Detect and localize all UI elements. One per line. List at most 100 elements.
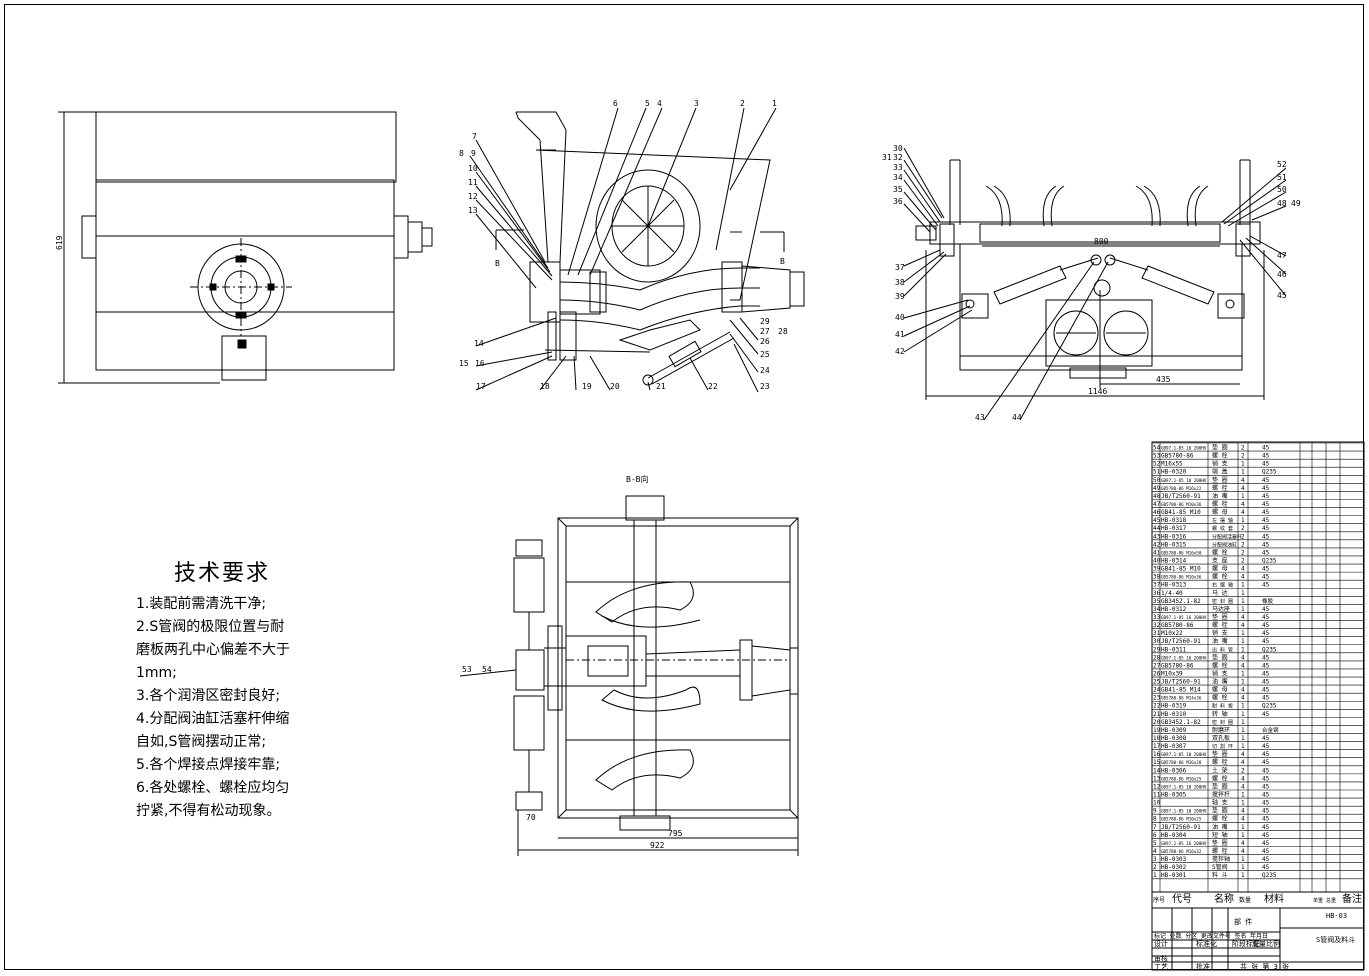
- svg-text:阶段标记: 阶段标记: [1232, 939, 1260, 948]
- bom-cell-no: 36: [1153, 590, 1161, 597]
- bom-cell-code: HB-0315: [1161, 541, 1187, 548]
- bom-cell-qty: 1: [1241, 719, 1245, 726]
- bom-cell-no: 37: [1153, 582, 1161, 589]
- bom-cell-qty: 4: [1241, 808, 1245, 815]
- bom-cell-no: 41: [1153, 549, 1161, 556]
- rear-view: [903, 147, 1287, 421]
- svg-text:设计: 设计: [1154, 939, 1168, 948]
- bom-cell-name: 分配阀活塞杆: [1212, 533, 1242, 540]
- bom-cell-no: 44: [1153, 525, 1161, 532]
- bom-cell-qty: 4: [1241, 662, 1245, 669]
- bom-cell-code: GB5780-86: [1161, 453, 1194, 460]
- svg-text:比例: 比例: [1266, 939, 1280, 948]
- title-block-text: 部 件 HB-03 S管阀及料斗 标记 处数 分区 更改文件号 签名 年月日 设…: [1154, 912, 1355, 971]
- bom-cell-material: 45: [1262, 638, 1270, 645]
- svg-text:41: 41: [895, 330, 905, 339]
- bom-cell-no: 38: [1153, 574, 1161, 581]
- svg-text:B-B向: B-B向: [626, 474, 648, 484]
- svg-text:3: 3: [694, 99, 699, 108]
- bom-cell-code: GB97.1-85 10 200HV: [1161, 784, 1207, 789]
- bom-cell-material: 45: [1262, 654, 1270, 661]
- bom-cell-no: 9: [1153, 808, 1157, 815]
- bom-cell-qty: 4: [1241, 759, 1245, 766]
- bom-cell-material: 45: [1262, 477, 1270, 484]
- bom-cell-name: 土 架: [1212, 766, 1228, 774]
- bom-cell-material: 45: [1262, 735, 1270, 742]
- bom-cell-code: 1/4-40: [1161, 590, 1183, 597]
- bom-cell-name: 转 轴: [1212, 710, 1228, 718]
- bom-cell-material: 45: [1262, 485, 1270, 492]
- bom-cell-code: GB5780-86 M14x36: [1161, 696, 1202, 701]
- svg-text:共 张 第 3 张: 共 张 第 3 张: [1240, 962, 1289, 971]
- svg-text:43: 43: [975, 413, 985, 422]
- bom-cell-no: 19: [1153, 727, 1161, 734]
- bom-cell-qty: 4: [1241, 485, 1245, 492]
- bom-cell-name: 搅拌轴: [1212, 855, 1230, 863]
- bom-cell-name: 耐 料 板: [1212, 703, 1233, 710]
- svg-text:20: 20: [610, 382, 620, 391]
- svg-text:9: 9: [471, 149, 476, 158]
- bom-cell-name: 螺 栓: [1212, 452, 1228, 460]
- bom-header-total-weight: 总重: [1326, 897, 1336, 904]
- svg-text:40: 40: [895, 313, 905, 322]
- bom-cell-name: 出 料 管: [1212, 646, 1233, 653]
- svg-text:48: 48: [1277, 199, 1287, 208]
- bom-cell-code: M16x55: [1161, 461, 1183, 468]
- svg-text:标记 处数 分区 更改文件号 签名 年月日: 标记 处数 分区 更改文件号 签名 年月日: [1154, 932, 1268, 940]
- bom-cell-qty: 4: [1241, 775, 1245, 782]
- svg-text:33: 33: [893, 163, 903, 172]
- svg-text:15: 15: [459, 359, 469, 368]
- bom-cell-no: 49: [1153, 485, 1161, 492]
- svg-text:31: 31: [882, 153, 892, 162]
- bom-cell-code: HB-0306: [1161, 767, 1187, 774]
- bom-cell-no: 25: [1153, 679, 1161, 686]
- bom-cell-material: 45: [1262, 743, 1270, 750]
- bom-cell-no: 30: [1153, 638, 1161, 645]
- bom-cell-qty: 4: [1241, 695, 1245, 702]
- bom-cell-material: 45: [1262, 816, 1270, 823]
- bom-cell-name: 垫 圈: [1212, 444, 1228, 452]
- bom-header-qty: 数量: [1239, 896, 1251, 904]
- svg-text:38: 38: [895, 278, 905, 287]
- bom-cell-code: GB41-85 M10: [1161, 509, 1201, 516]
- bom-cell-qty: 1: [1241, 679, 1245, 686]
- bom-cell-material: 45: [1262, 549, 1270, 556]
- bom-cell-no: 52: [1153, 461, 1161, 468]
- bom-cell-code: HB-0312: [1161, 606, 1187, 613]
- svg-text:1: 1: [772, 99, 777, 108]
- bom-cell-qty: 1: [1241, 703, 1245, 710]
- bom-cell-material: Q235: [1262, 557, 1277, 564]
- bom-cell-name: 耐磨环: [1212, 726, 1230, 734]
- svg-text:49: 49: [1291, 199, 1301, 208]
- svg-text:30: 30: [893, 144, 903, 153]
- bom-cell-code: GB97.1-85 10 200HV: [1161, 446, 1207, 451]
- bom-cell-code: JB/T2560-91: [1161, 638, 1201, 645]
- svg-text:29: 29: [760, 317, 770, 326]
- tech-line: 拧紧,不得有松动现象。: [136, 803, 281, 819]
- bom-cell-code: HB-0305: [1161, 792, 1187, 799]
- bom-cell-qty: 1: [1241, 792, 1245, 799]
- tech-line: 4.分配阀油缸活塞杆伸缩: [136, 711, 290, 727]
- technical-requirements: 技术要求 1.装配前需清洗干净; 2.S管阀的极限位置与耐 磨板两孔中心偏差不大…: [136, 555, 336, 823]
- svg-text:36: 36: [893, 197, 903, 206]
- bom-cell-material: 45: [1262, 832, 1270, 839]
- bom-cell-no: 7: [1153, 824, 1157, 831]
- bom-cell-no: 40: [1153, 557, 1161, 564]
- bom-cell-code: GB5780-86: [1161, 662, 1194, 669]
- bom-cell-material: 45: [1262, 614, 1270, 621]
- bom-cell-qty: 4: [1241, 840, 1245, 847]
- bom-cell-qty: 4: [1241, 848, 1245, 855]
- bom-cell-material: 45: [1262, 767, 1270, 774]
- svg-text:1146: 1146: [1088, 387, 1107, 396]
- svg-text:18: 18: [540, 382, 550, 391]
- bom-cell-qty: 1: [1241, 856, 1245, 863]
- bom-cell-no: 32: [1153, 622, 1161, 629]
- bom-cell-name: 螺 栓: [1212, 815, 1228, 823]
- bom-cell-no: 22: [1153, 703, 1161, 710]
- bom-cell-qty: 1: [1241, 711, 1245, 718]
- bom-cell-code: GB97.1-85 16 200HV: [1161, 615, 1207, 620]
- svg-text:16: 16: [475, 359, 485, 368]
- svg-text:B: B: [780, 257, 785, 266]
- bom-cell-qty: 2: [1241, 453, 1245, 460]
- bom-cell-code: HB-0319: [1161, 703, 1187, 710]
